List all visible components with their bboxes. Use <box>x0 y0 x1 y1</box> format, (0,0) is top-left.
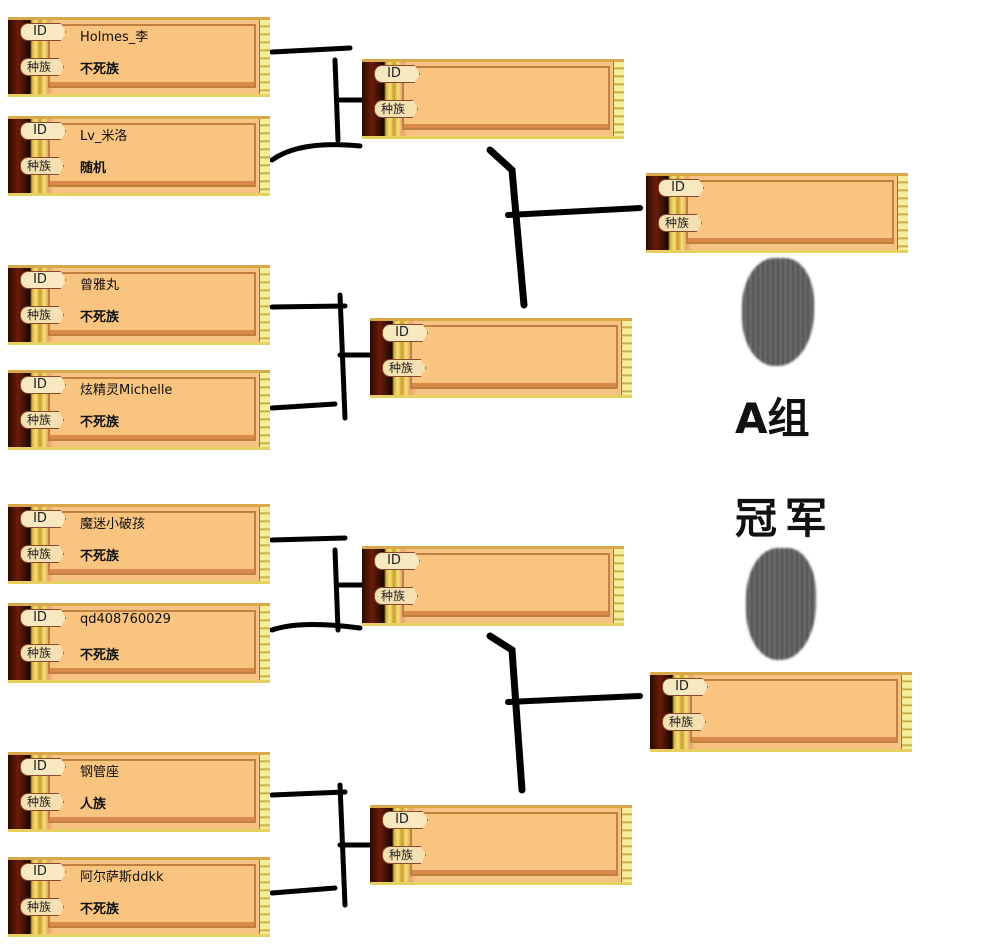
card-panel <box>402 66 610 130</box>
empty-player-card: ID 种族 <box>370 318 632 398</box>
player-race: 人族 <box>80 797 107 812</box>
player-race: 不死族 <box>80 310 120 325</box>
player-name: qd408760029 <box>80 612 171 627</box>
player-card: ID 种族魔迷小破孩 不死族 <box>8 504 270 584</box>
race-label: 种族 <box>20 644 65 662</box>
brush-decoration <box>746 548 816 660</box>
player-name: 阿尔萨斯ddkk <box>80 870 164 885</box>
empty-player-card: ID 种族 <box>362 59 624 139</box>
id-label: ID <box>662 678 708 696</box>
player-name: Lv_米洛 <box>80 129 128 144</box>
brush-decoration <box>742 258 814 366</box>
id-label: ID <box>20 271 66 289</box>
player-race: 随机 <box>80 161 107 176</box>
card-panel <box>48 123 256 187</box>
player-race: 不死族 <box>80 62 120 77</box>
card-panel <box>402 553 610 617</box>
card-panel <box>48 759 256 823</box>
id-label: ID <box>20 122 66 140</box>
race-label: 种族 <box>20 306 65 324</box>
empty-player-card: ID 种族 <box>650 672 912 752</box>
card-panel <box>48 610 256 674</box>
race-label: 种族 <box>658 214 703 232</box>
id-label: ID <box>382 324 428 342</box>
race-label: 种族 <box>662 713 707 731</box>
id-label: ID <box>20 510 66 528</box>
player-card: ID 种族炫精灵Michelle 不死族 <box>8 370 270 450</box>
player-card: ID 种族钢管座 人族 <box>8 752 270 832</box>
player-name: 炫精灵Michelle <box>80 383 173 398</box>
card-panel <box>48 511 256 575</box>
id-label: ID <box>382 811 428 829</box>
player-name: 钢管座 <box>80 765 120 780</box>
empty-player-card: ID 种族 <box>362 546 624 626</box>
player-card: ID 种族 Lv_米洛 随机 <box>8 116 270 196</box>
id-label: ID <box>20 863 66 881</box>
player-race: 不死族 <box>80 415 120 430</box>
id-label: ID <box>20 23 66 41</box>
player-race: 不死族 <box>80 648 120 663</box>
player-card: ID 种族 Holmes_李 不死族 <box>8 17 270 97</box>
player-card: ID 种族阿尔萨斯ddkk 不死族 <box>8 857 270 937</box>
player-name: 曾雅丸 <box>80 278 120 293</box>
card-panel <box>410 325 618 389</box>
empty-player-card: ID 种族 <box>370 805 632 885</box>
race-label: 种族 <box>20 793 65 811</box>
race-label: 种族 <box>20 411 65 429</box>
champion-label: 冠军 <box>735 494 836 543</box>
empty-player-card: ID 种族 <box>646 173 908 253</box>
card-panel <box>690 679 898 743</box>
race-label: 种族 <box>20 157 65 175</box>
race-label: 种族 <box>20 58 65 76</box>
race-label: 种族 <box>374 100 419 118</box>
card-panel <box>48 24 256 88</box>
id-label: ID <box>658 179 704 197</box>
player-name: 魔迷小破孩 <box>80 517 146 532</box>
card-panel <box>410 812 618 876</box>
id-label: ID <box>20 376 66 394</box>
card-panel <box>48 377 256 441</box>
race-label: 种族 <box>20 545 65 563</box>
player-name: Holmes_李 <box>80 30 149 45</box>
player-card: ID 种族 qd408760029 不死族 <box>8 603 270 683</box>
id-label: ID <box>374 552 420 570</box>
player-race: 不死族 <box>80 549 120 564</box>
id-label: ID <box>374 65 420 83</box>
race-label: 种族 <box>374 587 419 605</box>
group-label: A组 <box>735 394 810 443</box>
card-panel <box>686 180 894 244</box>
race-label: 种族 <box>382 846 427 864</box>
card-panel <box>48 272 256 336</box>
card-panel <box>48 864 256 928</box>
id-label: ID <box>20 609 66 627</box>
race-label: 种族 <box>20 898 65 916</box>
player-race: 不死族 <box>80 902 120 917</box>
race-label: 种族 <box>382 359 427 377</box>
id-label: ID <box>20 758 66 776</box>
player-card: ID 种族曾雅丸 不死族 <box>8 265 270 345</box>
